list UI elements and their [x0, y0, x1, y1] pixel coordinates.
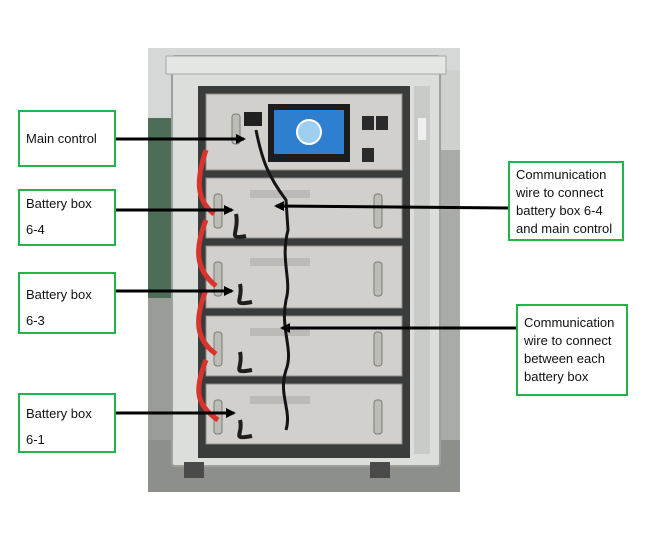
battery-box-6-1-panel — [205, 383, 403, 445]
label-battery-box-6-3: Battery box 6-3 — [18, 272, 116, 334]
battery-box-6-2-panel — [205, 315, 403, 377]
label-text-line: battery box — [524, 369, 589, 384]
label-text-line1: Battery box — [26, 196, 92, 211]
label-text-line1: Battery box — [26, 406, 92, 421]
label-battery-box-6-4: Battery box 6-4 — [18, 189, 116, 246]
label-text-line: between each — [524, 351, 605, 366]
label-text-line: wire to connect — [524, 333, 612, 348]
label-text-line1: Battery box — [26, 287, 92, 302]
label-text-line: battery box 6-4 — [516, 203, 603, 218]
label-text-line: wire to connect — [516, 185, 604, 200]
label-text-line: Communication — [524, 315, 615, 330]
battery-box-6-3-panel — [205, 245, 403, 309]
label-text-line: Communication — [516, 167, 607, 182]
label-comm-wire-main-control: Communication wire to connect battery bo… — [508, 161, 624, 241]
label-main-control: Main control — [18, 110, 116, 167]
label-text-line2: 6-4 — [26, 222, 45, 237]
label-battery-box-6-1: Battery box 6-1 — [18, 393, 116, 453]
label-comm-wire-each-box: Communication wire to connect between ea… — [516, 304, 628, 396]
label-text-line2: 6-1 — [26, 432, 45, 447]
communication-wire — [254, 129, 291, 431]
power-cables — [196, 149, 220, 423]
label-text-line: and main control — [516, 221, 613, 236]
label-text-line2: 6-3 — [26, 313, 45, 328]
label-main-control-text: Main control — [26, 131, 97, 146]
